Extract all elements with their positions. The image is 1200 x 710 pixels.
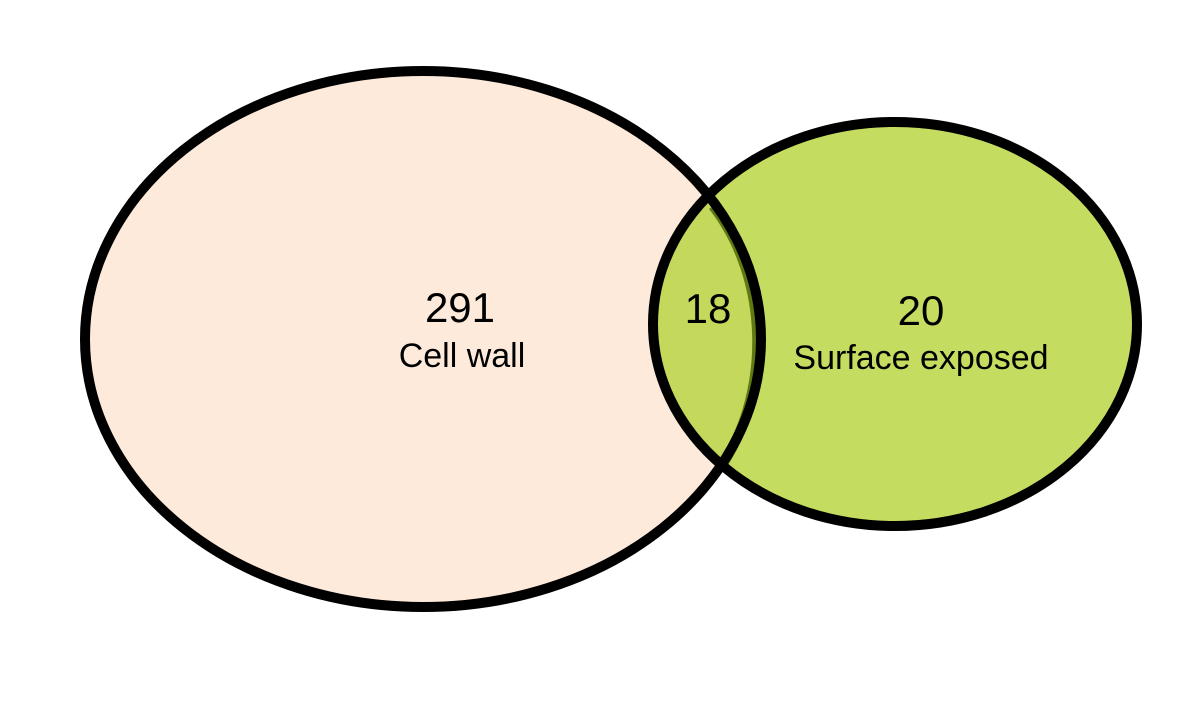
cell-wall-label: Cell wall (399, 337, 526, 375)
surface-exposed-label: Surface exposed (793, 339, 1048, 377)
cell-wall-set-border (80, 66, 766, 612)
surface-exposed-set (653, 122, 1137, 526)
cell-wall-set (85, 71, 761, 607)
cell-wall-count: 291 (425, 284, 495, 331)
intersection-count: 18 (685, 285, 732, 332)
surface-exposed-count: 20 (898, 287, 945, 334)
surface-exposed-set-border (648, 117, 1142, 531)
